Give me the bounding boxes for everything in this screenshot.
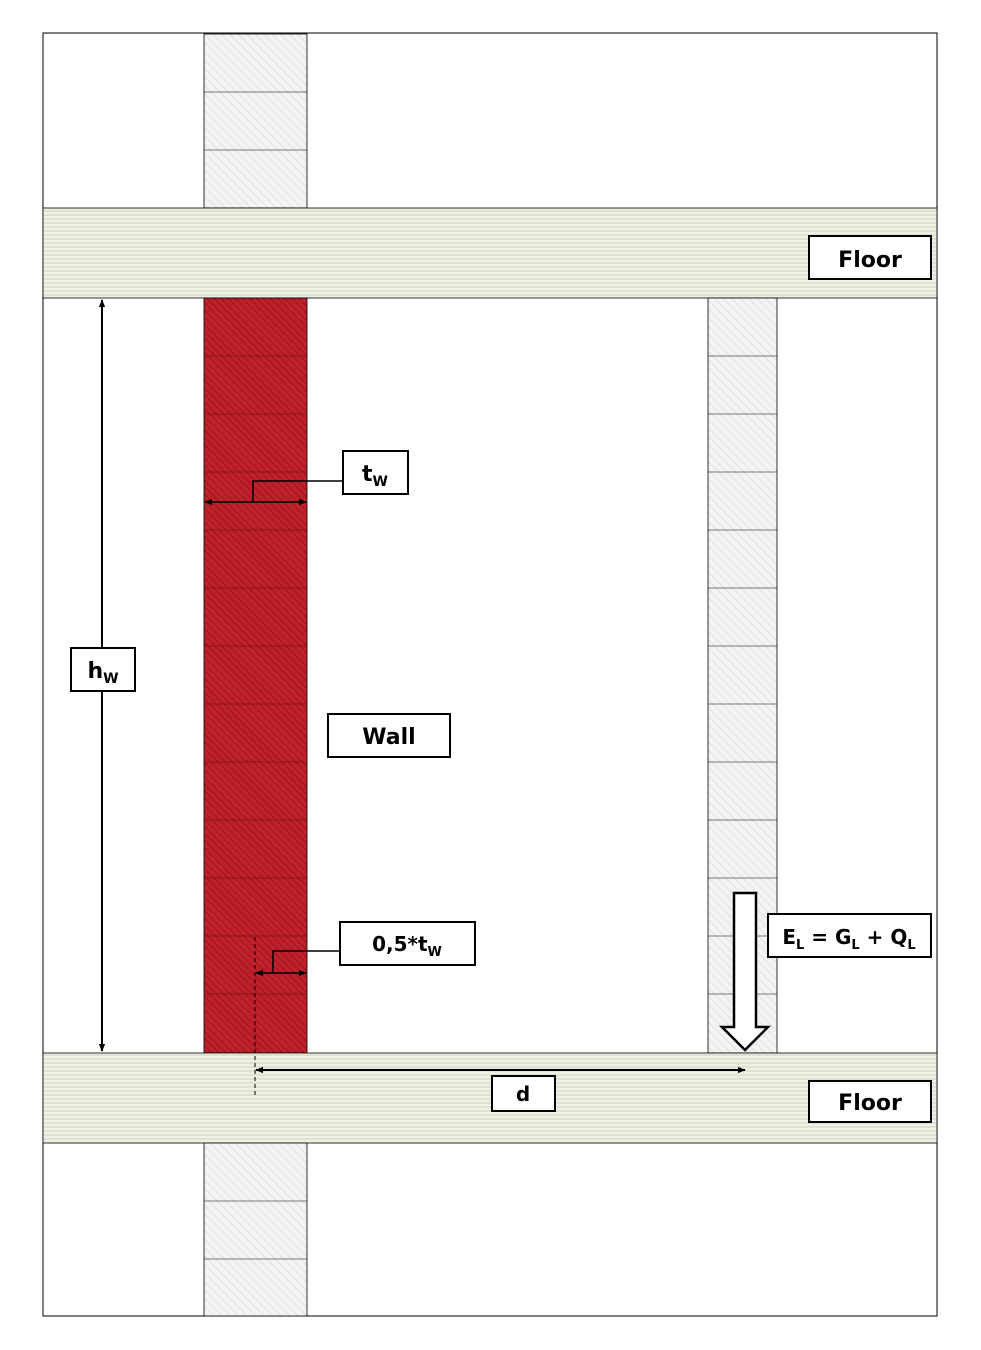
wall-label-text: Wall [362,725,415,750]
floor-label-bottom: Floor [808,1080,932,1123]
wall-height-label: hW [70,647,136,692]
lower-masonry-wall [203,1142,308,1317]
half-thickness-label: 0,5*tW [339,921,476,966]
floor-label-top-text: Floor [838,248,902,273]
load-arrow [718,891,772,1052]
distance-label: d [491,1075,556,1112]
floor-label-bottom-text: Floor [838,1091,902,1116]
upper-masonry-wall [203,33,308,209]
wall-thickness-label-text: tW [362,462,388,490]
wall-thickness-leader [252,480,343,502]
half-thickness-label-text: 0,5*tW [372,932,442,960]
loaded-wall [203,297,308,1054]
distance-label-text: d [516,1082,530,1106]
wall-label: Wall [327,713,451,758]
wall-height-label-text: hW [87,659,118,687]
lower-floor-slab [42,1052,938,1144]
load-label-text: EL = GL + QL [782,925,915,953]
upper-floor-slab [42,207,938,299]
wall-thickness-label: tW [342,450,409,495]
load-label: EL = GL + QL [767,913,932,958]
half-thickness-leader [272,950,340,973]
floor-label-top: Floor [808,235,932,280]
